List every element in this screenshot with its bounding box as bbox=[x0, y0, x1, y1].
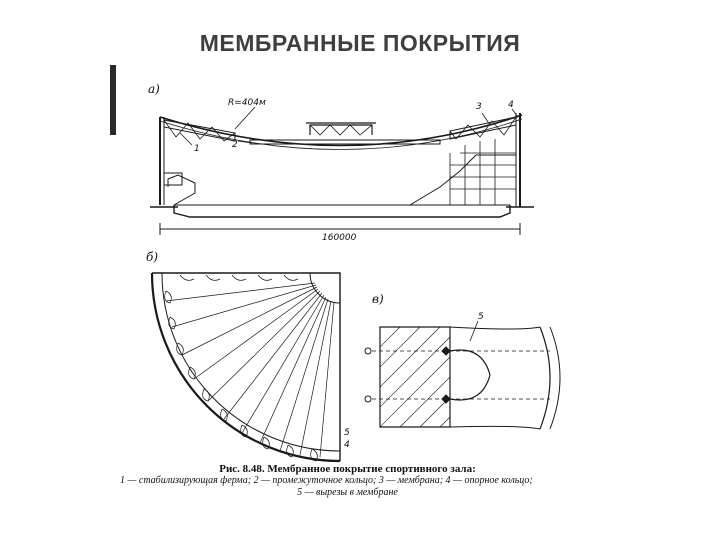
plan-outer-ring bbox=[150, 272, 341, 463]
right-truss-web bbox=[449, 116, 517, 140]
left-truss-web bbox=[163, 119, 236, 142]
detail-node-bottom bbox=[364, 395, 372, 403]
plan-view bbox=[150, 272, 341, 463]
scan-edge bbox=[110, 65, 116, 135]
detail-leader-5 bbox=[469, 320, 479, 342]
detail-ring-arc bbox=[539, 326, 551, 430]
plan-axes bbox=[152, 272, 341, 461]
slide-title: МЕМБРАННЫЕ ПОКРЫТИЯ bbox=[199, 30, 521, 56]
plan-center-ring bbox=[309, 272, 341, 304]
caption-legend-line-1: 1 — стабилизирующая ферма; 2 — промежуто… bbox=[120, 475, 533, 486]
detail-bottom-edge bbox=[449, 425, 541, 430]
leader-4 bbox=[511, 108, 519, 118]
panel-a-label: а) bbox=[148, 82, 160, 96]
leader-3 bbox=[481, 112, 491, 126]
plan-radial-ribs bbox=[165, 282, 335, 458]
lantern-web bbox=[309, 124, 373, 136]
detail-joint-bottom bbox=[441, 394, 451, 404]
detail-top-edge bbox=[449, 326, 541, 330]
plan-marker-5: 5 bbox=[344, 428, 350, 438]
caption-legend-line-2: 5 — вырезы в мембране bbox=[297, 487, 398, 498]
membrane-line-inner bbox=[159, 118, 523, 150]
panel-b-label: б) bbox=[146, 250, 158, 264]
left-truss bbox=[163, 119, 236, 142]
detail-hatch bbox=[379, 326, 451, 428]
plan-top-cutouts bbox=[179, 274, 299, 281]
span-label: 160000 bbox=[322, 233, 357, 243]
section-view bbox=[150, 106, 534, 235]
detail-joint-top bbox=[441, 346, 451, 356]
plan-ring-inner bbox=[161, 272, 341, 452]
leader-2 bbox=[237, 140, 253, 144]
marker-4: 4 bbox=[508, 100, 514, 110]
plan-marker-4: 4 bbox=[344, 440, 350, 450]
marker-1: 1 bbox=[194, 144, 200, 154]
detail-view bbox=[364, 320, 561, 430]
left-stand bbox=[167, 174, 196, 206]
detail-node-top bbox=[364, 347, 372, 355]
panel-c-label: в) bbox=[372, 292, 384, 306]
figure-caption: Рис. 8.48. Мембранное покрытие спортивно… bbox=[120, 463, 575, 499]
plan-edge-cutouts bbox=[164, 290, 318, 462]
detail-ring-arc-outer bbox=[549, 326, 561, 430]
figure-drawing: а) R=404м 1 2 3 4 160000 б) 5 4 в) 5 bbox=[110, 65, 561, 463]
marker-2: 2 bbox=[232, 140, 238, 150]
caption-title: Рис. 8.48. Мембранное покрытие спортивно… bbox=[219, 463, 476, 475]
radius-leader bbox=[234, 106, 256, 130]
arena-floor bbox=[173, 205, 511, 218]
right-stand-grid bbox=[449, 139, 516, 205]
radius-label: R=404м bbox=[228, 98, 266, 108]
intermediate-ring bbox=[249, 139, 441, 145]
marker-3: 3 bbox=[476, 102, 482, 112]
roof-lantern bbox=[309, 124, 373, 135]
leader-1 bbox=[179, 132, 193, 146]
right-stand bbox=[409, 154, 516, 206]
detail-marker-5: 5 bbox=[478, 312, 484, 322]
right-truss bbox=[449, 116, 517, 140]
membrane-roof-figure: а) R=404м 1 2 3 4 160000 б) 5 4 в) 5 Рис… bbox=[110, 65, 582, 511]
detail-cutout bbox=[449, 349, 491, 401]
left-box bbox=[163, 172, 183, 186]
